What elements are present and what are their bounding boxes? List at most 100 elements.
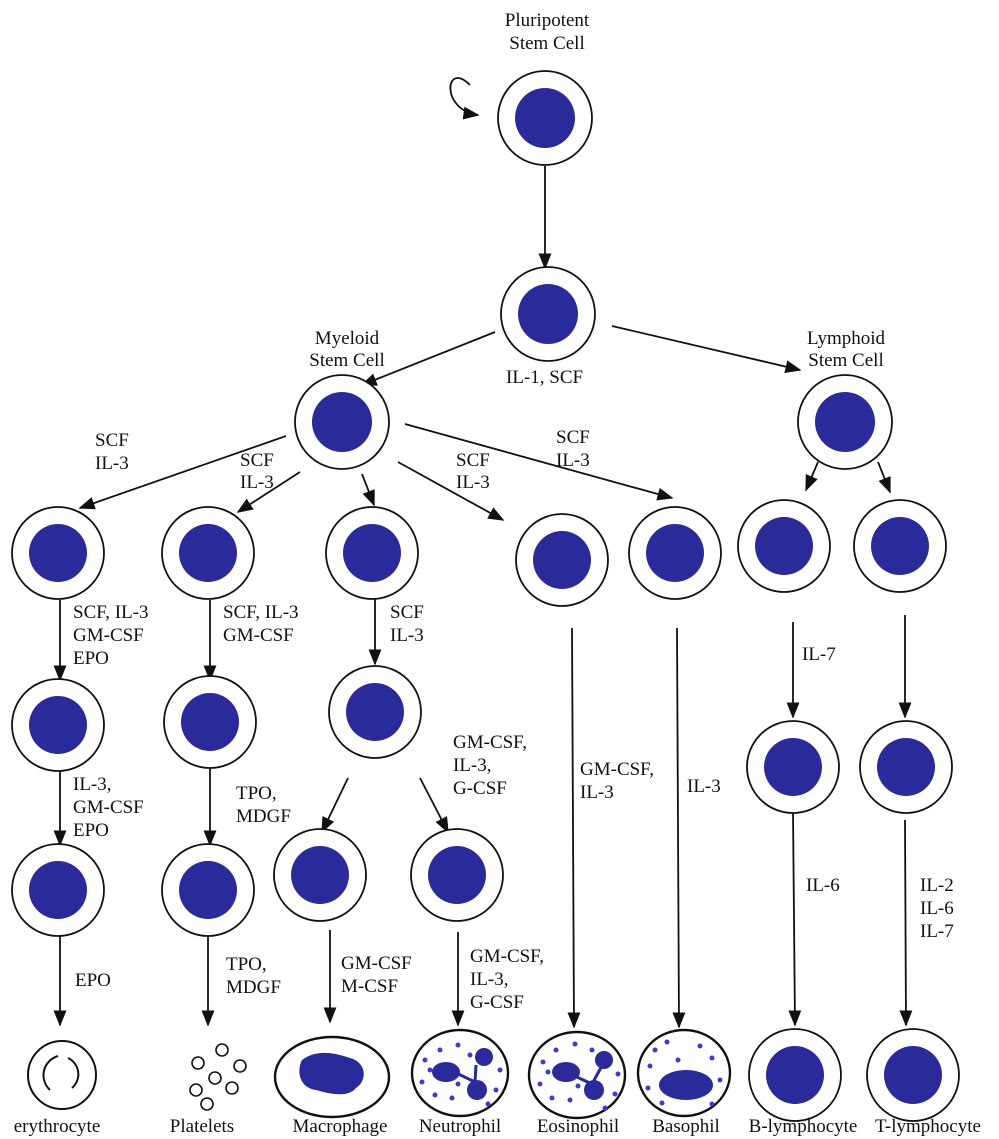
nucleus — [29, 524, 87, 582]
nucleus — [312, 392, 372, 452]
granules — [537, 1041, 621, 1111]
factor-line: IL-3, — [73, 774, 112, 795]
granulocyte-monocyte-progenitor-cell — [325, 506, 419, 600]
nucleus — [428, 846, 486, 904]
factor-line: IL-3, — [453, 755, 492, 776]
factor-label: GM-CSF M-CSF — [341, 953, 412, 997]
factor-line: IL-7 — [802, 644, 836, 665]
factor-line: GM-CSF — [73, 797, 144, 818]
end-cell-label: Eosinophil — [537, 1116, 619, 1137]
factor-line: IL-3 — [687, 776, 721, 797]
factor-line: SCF — [556, 427, 590, 448]
factor-label: IL-1, SCF — [506, 367, 583, 388]
arrow — [419, 777, 449, 834]
platelet — [208, 1071, 222, 1085]
nucleus — [533, 531, 591, 589]
granules — [645, 1039, 723, 1107]
factor-label: SCF IL-3 — [456, 450, 490, 493]
nucleus — [29, 861, 87, 919]
t-lymphocyte-cell — [866, 1028, 960, 1122]
factor-line: TPO, — [226, 954, 267, 975]
lineage-arrows — [53, 166, 913, 1029]
megakaryocyte-cell — [161, 843, 255, 937]
factor-line: IL-3 — [556, 450, 590, 471]
platelet — [189, 1083, 203, 1097]
arrow — [899, 819, 913, 1027]
arrow — [788, 811, 802, 1027]
title-line: Stem Cell — [309, 350, 384, 371]
title-line: Lymphoid — [807, 328, 886, 349]
megakaryocyte-progenitor-cell — [161, 506, 255, 600]
factor-line: IL-3 — [240, 472, 274, 493]
factor-line: G-CSF — [470, 992, 524, 1013]
factor-label: TPO, MDGF — [236, 783, 291, 827]
nucleus-lobe — [432, 1062, 460, 1082]
nucleus-lobe — [595, 1051, 613, 1069]
title-line: Myeloid — [315, 328, 380, 349]
nucleus — [179, 524, 237, 582]
factor-label: SCF IL-3 — [556, 427, 590, 471]
lymphoid-stem-cell — [797, 374, 893, 470]
basophil-cell — [636, 1028, 732, 1118]
nucleus — [29, 696, 87, 754]
factor-label: IL-7 — [802, 644, 836, 665]
b-lymphocyte-cell — [748, 1028, 842, 1122]
title-line: Stem Cell — [509, 33, 584, 54]
factor-line: GM-CSF, — [453, 732, 527, 753]
factor-line: G-CSF — [453, 778, 507, 799]
factor-line: IL-3 — [456, 472, 490, 493]
nucleus — [884, 1046, 942, 1104]
end-cell-labels: erythrocyte Platelets Macrophage Neutrop… — [14, 1116, 981, 1137]
arrow — [78, 435, 287, 510]
factor-line: EPO — [75, 970, 111, 991]
platelet — [215, 1043, 229, 1057]
nucleus-lobe — [467, 1080, 487, 1100]
arrow — [404, 423, 674, 501]
platelet — [200, 1097, 214, 1111]
arrow — [567, 627, 581, 1029]
factor-label: IL-2 IL-6 IL-7 — [920, 875, 954, 942]
eosinophil-progenitor-cell — [515, 513, 609, 607]
nucleus — [515, 88, 575, 148]
end-cell-label: Basophil — [652, 1116, 720, 1137]
factor-line: SCF, IL-3 — [73, 602, 149, 623]
title-line: Pluripotent — [505, 10, 590, 31]
nucleus — [815, 392, 875, 452]
factor-label: SCF IL-3 — [390, 602, 424, 646]
title-line: Stem Cell — [808, 350, 883, 371]
platelets — [189, 1043, 247, 1111]
platelet — [233, 1059, 247, 1073]
nucleus — [659, 1070, 713, 1100]
nucleus — [646, 524, 704, 582]
factor-line: M-CSF — [341, 976, 398, 997]
factor-line: MDGF — [236, 806, 291, 827]
nucleus — [179, 861, 237, 919]
myeloid-stem-cell — [294, 374, 390, 470]
arrow — [672, 627, 686, 1029]
nucleus — [766, 1046, 824, 1104]
end-cell-label: Neutrophil — [419, 1116, 501, 1137]
factor-line: SCF, IL-3 — [223, 602, 299, 623]
factor-line: IL-3 — [390, 625, 424, 646]
nucleus — [871, 517, 929, 575]
erythroid-progenitor-cell — [11, 506, 105, 600]
factor-line: IL-2 — [920, 875, 954, 896]
factor-line: GM-CSF — [341, 953, 412, 974]
basophil-progenitor-cell — [628, 506, 722, 600]
factor-line: GM-CSF — [73, 625, 144, 646]
nucleus — [343, 524, 401, 582]
factor-line: TPO, — [236, 783, 277, 804]
factor-line: SCF — [390, 602, 424, 623]
factor-label: SCF, IL-3 GM-CSF — [223, 602, 299, 646]
factor-line: IL-7 — [920, 921, 954, 942]
factor-line: GM-CSF, — [470, 946, 544, 967]
nucleus — [877, 738, 935, 796]
factor-line: GM-CSF, — [580, 759, 654, 780]
monocyte-cell — [273, 828, 367, 922]
factor-line: IL-3 — [95, 453, 129, 474]
factor-line: EPO — [73, 648, 109, 669]
factor-line: SCF — [240, 450, 274, 471]
erythrocyte-cell — [27, 1040, 97, 1110]
end-cell-label: Platelets — [170, 1116, 234, 1137]
